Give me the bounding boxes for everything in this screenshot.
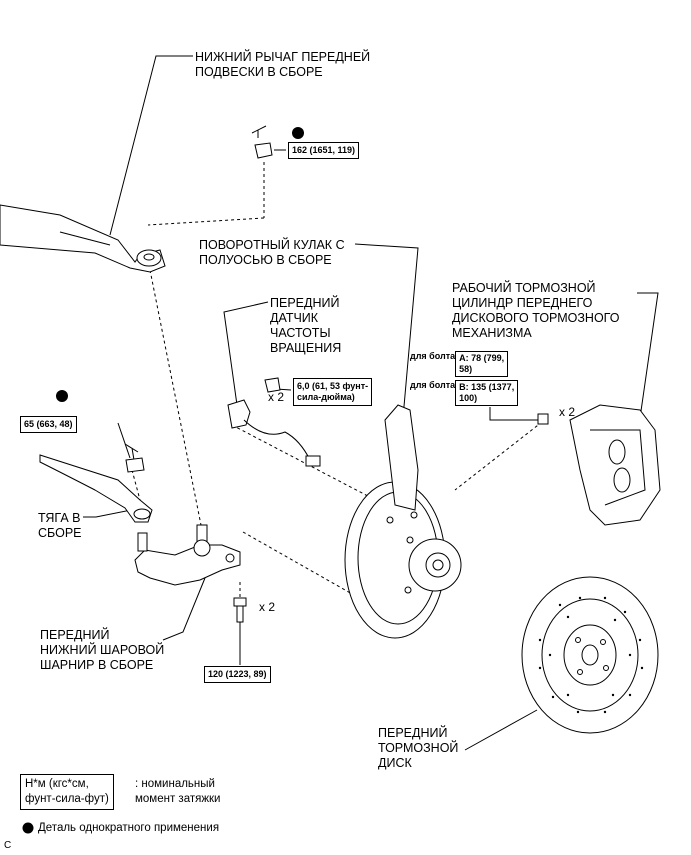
leader-disc xyxy=(464,709,538,751)
knuckle-drawing xyxy=(344,404,462,639)
dash-caliper xyxy=(454,421,543,491)
legend-units-box: Н*м (кгс*см, фунт-сила-фут) xyxy=(20,774,114,810)
corner-letter: C xyxy=(4,840,12,851)
torque-caliper-a-value: A: 78 (799, 58) xyxy=(455,351,509,377)
lower-arm-drawing xyxy=(0,204,166,273)
leader-caliper-bolt xyxy=(489,407,540,421)
multiplier-ball-joint: x 2 xyxy=(259,600,276,614)
label-lower-arm: НИЖНИЙ РЫЧАГ ПЕРЕДНЕЙ ПОДВЕСКИ В СБОРЕ xyxy=(195,50,371,79)
label-ball-joint: ПЕРЕДНИЙ НИЖНИЙ ШАРОВОЙ ШАРНИР В СБОРЕ xyxy=(40,628,165,672)
label-caliper: РАБОЧИЙ ТОРМОЗНОЙ ЦИЛИНДР ПЕРЕДНЕГО ДИСК… xyxy=(452,281,620,340)
torque-caliper-b-prefix: для болта xyxy=(410,380,456,390)
label-knuckle: ПОВОРОТНЫЙ КУЛАК С ПОЛУОСЬЮ В СБОРЕ xyxy=(199,238,345,267)
leader-tie-rod-nut xyxy=(117,422,131,459)
dash-balljoint-arm xyxy=(149,269,203,531)
torque-caliper-a-prefix: для болта xyxy=(410,351,456,361)
tie-rod-drawing xyxy=(39,443,153,523)
torque-arm-nut: 162 (1651, 119) xyxy=(288,142,360,159)
label-speed-sensor: ПЕРЕДНИЙ ДАТЧИК ЧАСТОТЫ ВРАЩЕНИЯ xyxy=(270,296,342,355)
speed-sensor-drawing xyxy=(227,377,321,467)
one-time-use-dot-icon xyxy=(292,127,304,139)
caliper-drawing xyxy=(537,404,661,526)
leader-ball-joint xyxy=(162,577,206,641)
one-time-use-dot-icon xyxy=(22,822,34,834)
brake-disc-drawing xyxy=(521,576,659,734)
multiplier-caliper: x 2 xyxy=(559,405,576,419)
legend-units-desc: : номинальный момент затяжки xyxy=(135,778,221,805)
torque-tie-rod-nut: 65 (663, 48) xyxy=(20,416,77,433)
leader-caliper xyxy=(637,292,659,419)
ball-bolt-drawing xyxy=(233,597,247,623)
leader-tie-rod xyxy=(83,509,132,518)
torque-caliper-b-value: B: 135 (1377, 100) xyxy=(455,380,519,406)
leader-lower-arm xyxy=(109,55,193,236)
legend-one-time-use: Деталь однократного применения xyxy=(38,822,220,834)
arm-nut-drawing xyxy=(251,125,273,159)
one-time-use-dot-icon xyxy=(56,390,68,402)
torque-ball-joint-bolt: 120 (1223, 89) xyxy=(204,666,271,683)
multiplier-sensor: x 2 xyxy=(268,390,285,404)
label-brake-disc: ПЕРЕДНИЙ ТОРМОЗНОЙ ДИСК xyxy=(378,726,459,770)
torque-sensor-bolt: 6,0 (61, 53 фунт- сила-дюйма) xyxy=(293,378,373,406)
leader-sensor xyxy=(223,301,269,406)
ball-joint-drawing xyxy=(134,524,241,586)
dash-tie-rod xyxy=(131,469,141,501)
label-tie-rod: ТЯГА В СБОРЕ xyxy=(38,511,82,540)
